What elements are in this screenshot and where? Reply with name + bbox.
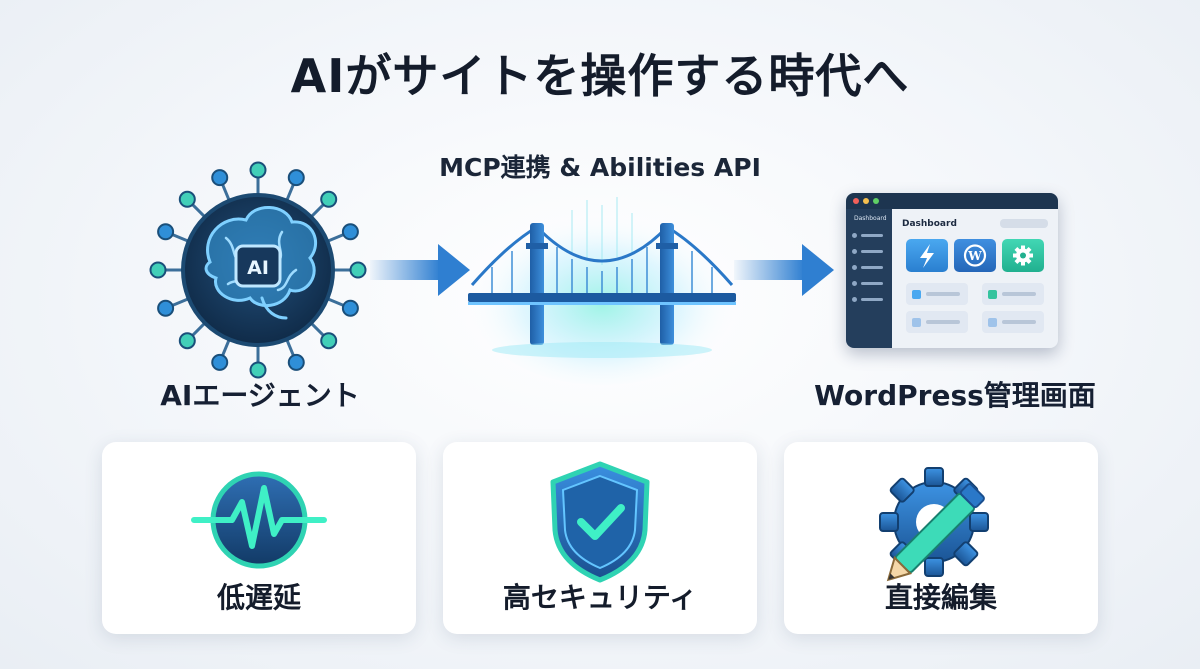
sidebar-title: Dashboard <box>854 215 887 222</box>
arrow-right-icon <box>734 244 834 296</box>
network-node <box>157 223 175 241</box>
bridge-icon <box>467 197 737 385</box>
ai-badge-text: AI <box>247 257 269 279</box>
feature-label: 低遅延 <box>216 581 301 614</box>
heartbeat-icon <box>191 471 327 569</box>
svg-text:W: W <box>967 249 982 263</box>
network-node <box>287 353 305 371</box>
network-node <box>178 190 196 208</box>
network-node <box>149 261 167 279</box>
shield-check-icon <box>550 461 650 583</box>
network-node <box>341 299 359 317</box>
network-node <box>157 299 175 317</box>
feature-card-direct-edit: 直接編集 <box>784 442 1098 634</box>
feature-card-low-latency: 低遅延 <box>102 442 416 634</box>
feature-label: 高セキュリティ <box>502 581 698 614</box>
feature-card-security: 高セキュリティ <box>443 442 757 634</box>
arrow-right-icon <box>370 244 470 296</box>
dashboard-search-bar <box>1000 219 1048 228</box>
window-titlebar <box>846 193 1058 209</box>
ai-agent-label: AIエージェント <box>160 379 360 412</box>
network-node <box>349 261 367 279</box>
wordpress-dashboard-mock: Dashboard Dashboard W <box>846 193 1058 348</box>
gear-icon <box>1002 239 1044 272</box>
feature-label: 直接編集 <box>884 581 997 614</box>
network-node <box>320 190 338 208</box>
lightning-icon <box>906 239 948 272</box>
network-node <box>320 332 338 350</box>
wordpress-icon: W <box>954 239 996 272</box>
network-node <box>178 332 196 350</box>
gear-pencil-icon <box>879 467 989 582</box>
bridge-caption: MCP連携 & Abilities API <box>439 153 761 182</box>
page-title: AIがサイトを操作する時代へ <box>290 49 910 103</box>
wordpress-admin-label: WordPress管理画面 <box>814 379 1096 412</box>
network-node <box>341 223 359 241</box>
dashboard-heading: Dashboard <box>902 219 957 229</box>
network-node <box>211 353 229 371</box>
dashboard-sidebar: Dashboard <box>846 209 892 348</box>
